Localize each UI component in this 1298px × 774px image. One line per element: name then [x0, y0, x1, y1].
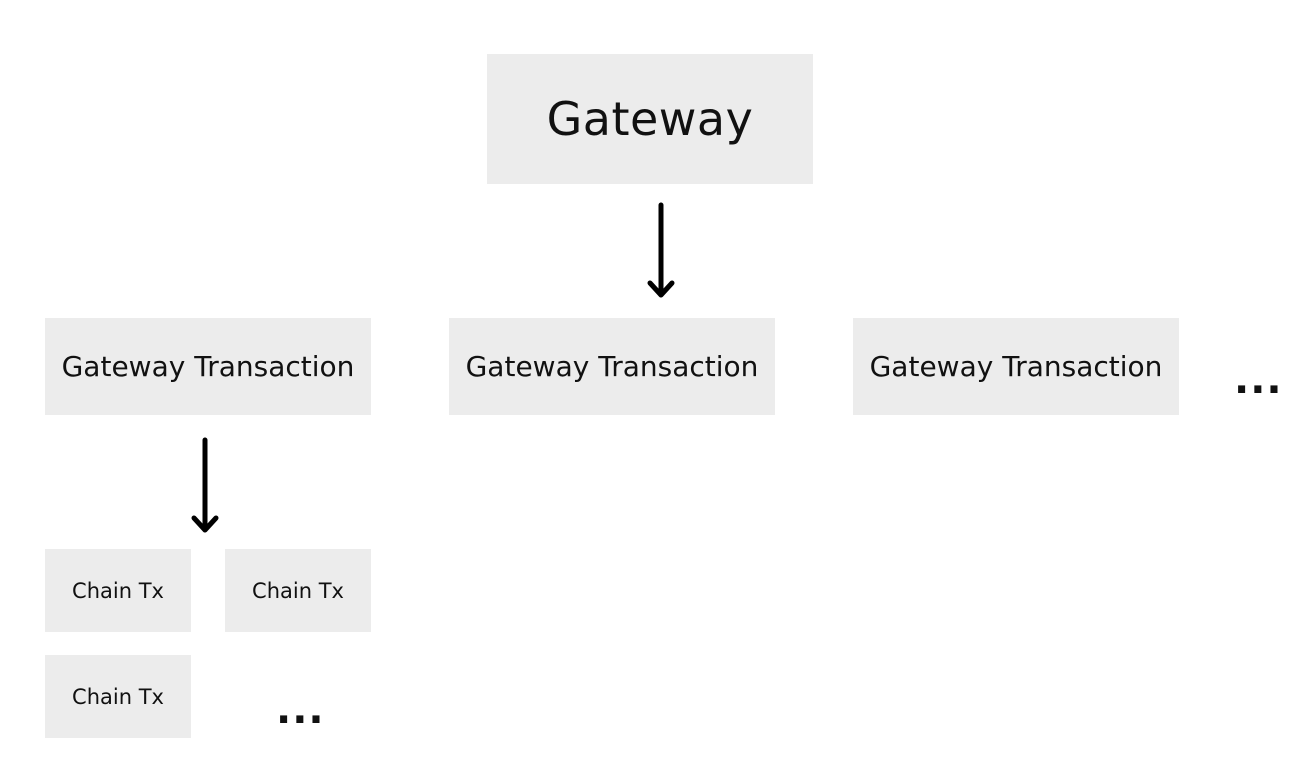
- chain-tx-label: Chain Tx: [72, 684, 164, 709]
- gateway-transaction-label: Gateway Transaction: [61, 350, 355, 383]
- chain-tx-node: Chain Tx: [45, 549, 191, 632]
- gateway-transaction-node: Gateway Transaction: [853, 318, 1179, 415]
- chain-tx-node: Chain Tx: [225, 549, 371, 632]
- more-chain-txs-ellipsis: ...: [276, 687, 325, 733]
- gateway-transaction-label: Gateway Transaction: [869, 350, 1163, 383]
- chain-tx-label: Chain Tx: [72, 578, 164, 603]
- gateway-transaction-label: Gateway Transaction: [465, 350, 759, 383]
- gateway-label: Gateway: [546, 92, 754, 146]
- more-transactions-ellipsis: ...: [1234, 357, 1283, 403]
- arrow-head: [647, 280, 675, 298]
- arrow-gateway-to-transaction: [647, 202, 675, 298]
- gateway-transaction-node: Gateway Transaction: [45, 318, 371, 415]
- gateway-transaction-node: Gateway Transaction: [449, 318, 775, 415]
- gateway-node: Gateway: [487, 54, 813, 184]
- chain-tx-node: Chain Tx: [45, 655, 191, 738]
- arrow-head: [191, 515, 219, 533]
- arrow-transaction-to-chain-tx: [191, 437, 219, 533]
- chain-tx-label: Chain Tx: [252, 578, 344, 603]
